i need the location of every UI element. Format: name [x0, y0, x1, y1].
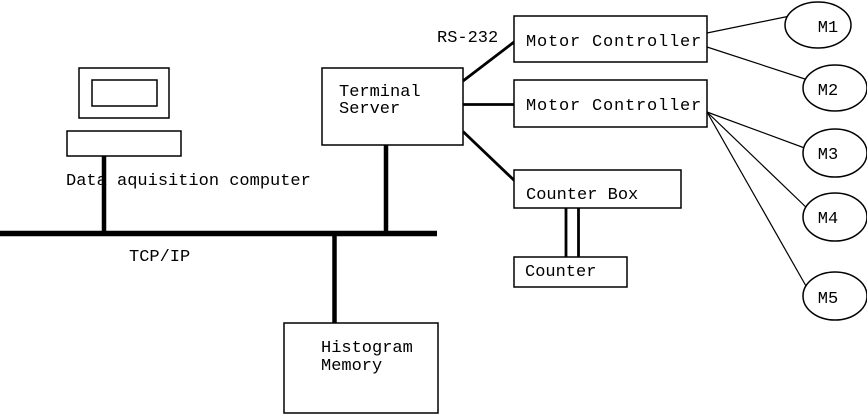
motor-m4-label: M4 [818, 210, 838, 229]
histogram-memory-box [283, 322, 439, 414]
terminal-server-counterbox-link [462, 130, 519, 186]
motor-m3-ellipse [802, 128, 867, 178]
motor-controller-2-box [513, 79, 708, 128]
tcpip-bus-label: TCP/IP [129, 248, 190, 267]
motor-m1-ellipse [784, 1, 852, 49]
motor-m2-label: M2 [818, 82, 838, 101]
motor-m2-ellipse [802, 64, 867, 112]
mc2-m3-link [706, 111, 811, 151]
counter-box-box [513, 169, 682, 209]
motor-m1-label: M1 [818, 19, 838, 38]
histogram-memory-label-line1: Histogram [321, 339, 413, 358]
counter-box-label: Counter Box [526, 186, 638, 205]
histogram-memory-label-line2: Memory [321, 357, 382, 376]
mc1-m2-link [706, 46, 809, 81]
counter-box-unit [513, 256, 628, 288]
motor-controller-1-label: Motor Controller [526, 33, 702, 52]
mc2-m5-link [706, 111, 811, 294]
rs232-link-line [462, 37, 519, 83]
terminal-server-box [321, 67, 464, 146]
motor-m4-ellipse [802, 192, 867, 242]
motor-m5-label: M5 [818, 290, 838, 309]
mc1-m1-link [706, 15, 791, 34]
counter-label: Counter [525, 263, 596, 282]
motor-m3-label: M3 [818, 146, 838, 165]
computer-caption-label: Data aquisition computer [66, 172, 311, 191]
terminal-server-label-line1: Terminal [339, 83, 421, 102]
computer-screen [91, 79, 158, 107]
terminal-server-label-line2: Server [339, 100, 400, 119]
motor-m5-ellipse [802, 271, 867, 321]
motor-controller-1-box [513, 15, 708, 63]
motor-controller-2-label: Motor Controller [526, 97, 702, 116]
mc2-m4-link [706, 111, 811, 212]
rs232-label: RS-232 [437, 29, 498, 48]
computer-keyboard [66, 130, 182, 157]
